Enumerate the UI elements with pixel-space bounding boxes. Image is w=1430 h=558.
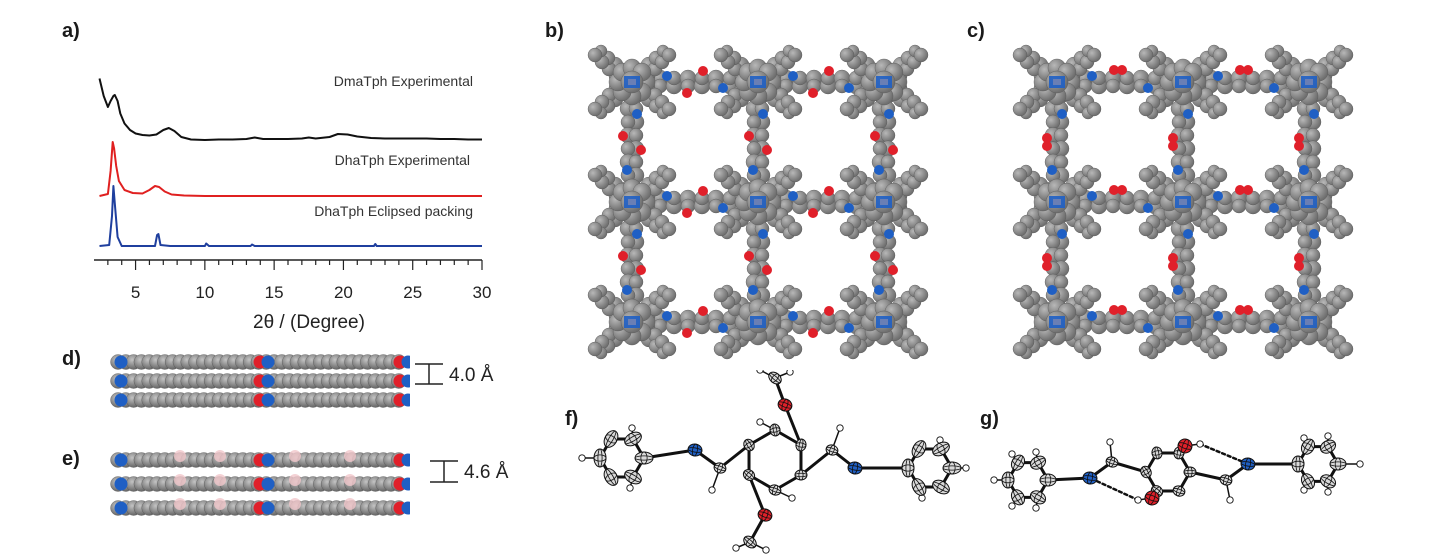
x-tick-label: 5 bbox=[131, 283, 140, 302]
framework-nodes bbox=[587, 44, 929, 360]
layer-stack-d bbox=[110, 354, 410, 408]
trace-label-dmatph-experimental: DmaTph Experimental bbox=[334, 73, 473, 89]
layer-row bbox=[110, 498, 410, 516]
panel-label-g: g) bbox=[980, 408, 999, 430]
pxrd-series-line-2 bbox=[99, 185, 482, 247]
framework-lattice-b bbox=[587, 44, 929, 360]
layer-row bbox=[110, 373, 410, 389]
panel-label-e: e) bbox=[62, 448, 80, 470]
panel-label-f: f) bbox=[565, 408, 579, 430]
x-tick-label: 25 bbox=[403, 283, 422, 302]
molecule-ortep-f bbox=[578, 370, 970, 554]
pxrd-series-line-0 bbox=[98, 78, 482, 141]
x-axis-title: 2θ / (Degree) bbox=[253, 312, 365, 333]
ortep-molecule-f bbox=[578, 370, 970, 554]
pxrd-chart: DmaTph Experimental DhaTph Experimental … bbox=[94, 73, 492, 333]
layer-row bbox=[110, 450, 410, 468]
molecule-ortep-g bbox=[990, 432, 1364, 512]
x-tick-label: 20 bbox=[334, 283, 353, 302]
x-axis-ticks: 5 10 15 20 25 30 bbox=[107, 260, 492, 302]
spacing-label-d: 4.0 Å bbox=[449, 365, 494, 386]
ortep-molecule-g bbox=[990, 432, 1364, 512]
trace-label-dhatph-experimental: DhaTph Experimental bbox=[335, 152, 470, 168]
x-tick-label: 30 bbox=[473, 283, 492, 302]
panel-label-d: d) bbox=[62, 348, 81, 370]
pxrd-series-line-1 bbox=[99, 141, 482, 197]
pxrd-trace-labels: DmaTph Experimental DhaTph Experimental … bbox=[314, 73, 473, 219]
trace-label-dhatph-eclipsed: DhaTph Eclipsed packing bbox=[314, 203, 473, 219]
layer-stack-e bbox=[110, 450, 410, 516]
layer-row bbox=[110, 474, 410, 492]
panel-label-b: b) bbox=[545, 20, 564, 42]
layer-row bbox=[110, 392, 410, 408]
spacing-label-e: 4.6 Å bbox=[464, 462, 509, 483]
pxrd-series-group bbox=[98, 78, 482, 247]
spacing-marker-d: 4.0 Å bbox=[415, 363, 494, 386]
spacing-marker-e: 4.6 Å bbox=[430, 460, 509, 483]
x-tick-label: 15 bbox=[265, 283, 284, 302]
layer-row bbox=[110, 354, 410, 370]
panel-label-c: c) bbox=[967, 20, 985, 42]
x-tick-label: 10 bbox=[195, 283, 214, 302]
framework-lattice-c bbox=[1012, 44, 1354, 360]
framework-nodes bbox=[1012, 44, 1354, 360]
panel-label-a: a) bbox=[62, 20, 80, 42]
